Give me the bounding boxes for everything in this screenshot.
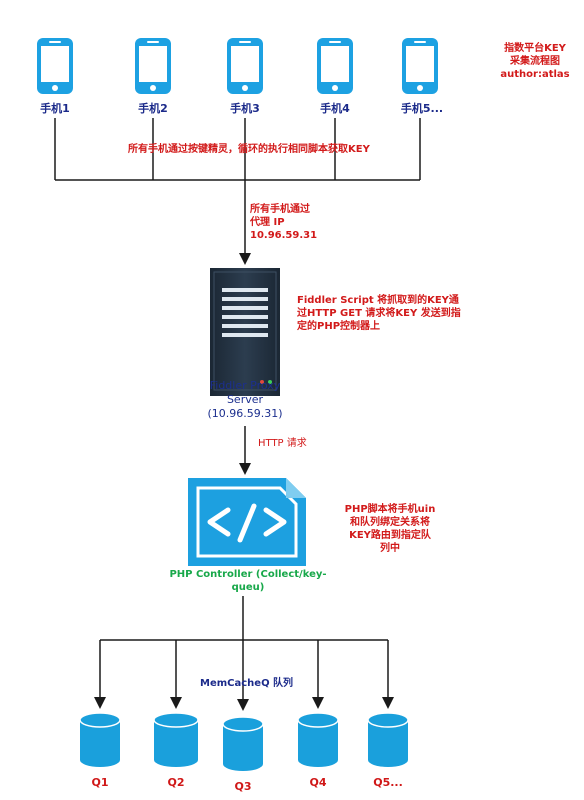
phone-icon <box>402 38 438 94</box>
title-line1: 指数平台KEY <box>504 43 566 54</box>
phone-icon <box>37 38 73 94</box>
fiddler-note-line1: Fiddler Script 将抓取到的KEY通 <box>297 295 459 306</box>
queue-cylinder-icon <box>297 712 339 767</box>
title-line2: 采集流程图 <box>510 56 560 67</box>
php-controller-line1: PHP Controller (Collect/key- <box>169 569 327 580</box>
phone-icon <box>317 38 353 94</box>
memcacheq-label: MemCacheQ 队列 <box>200 678 294 689</box>
proxy-note: 所有手机通过 代理 IP 10.96.59.31 <box>250 203 317 242</box>
phone-label: 手机5... <box>400 102 444 115</box>
proxy-note-line1: 所有手机通过 <box>250 204 310 215</box>
fiddler-note-line3: 定的PHP控制器上 <box>297 321 381 332</box>
fiddler-note-line2: 过HTTP GET 请求将KEY 发送到指 <box>297 308 461 319</box>
proxy-note-line2: 代理 IP <box>250 217 285 228</box>
php-note-line4: 列中 <box>380 543 400 554</box>
server-label-line2: Server <box>226 393 264 406</box>
phone-label: 手机1 <box>40 102 70 115</box>
server-label: Fiddler Proxy Server (10.96.59.31) <box>185 379 305 421</box>
code-file-icon <box>188 478 306 566</box>
php-note-line1: PHP脚本将手机uin <box>344 504 436 515</box>
queue-cylinder-icon <box>79 712 121 767</box>
http-label: HTTP 请求 <box>258 438 307 449</box>
fiddler-note: Fiddler Script 将抓取到的KEY通 过HTTP GET 请求将KE… <box>297 294 461 333</box>
php-note: PHP脚本将手机uin 和队列绑定关系将 KEY路由到指定队 列中 <box>340 503 440 555</box>
title-block: 指数平台KEY 采集流程图 author:atlas <box>500 42 570 81</box>
queue-label: Q1 <box>91 776 109 789</box>
php-controller-line2: queu) <box>231 582 265 593</box>
queue-cylinder-icon <box>222 716 264 771</box>
queue-cylinder-icon <box>153 712 199 767</box>
phone-icon <box>227 38 263 94</box>
queue-label: Q4 <box>309 776 327 789</box>
php-note-line3: KEY路由到指定队 <box>349 530 431 541</box>
phone-icon <box>135 38 171 94</box>
queue-label: Q3 <box>234 780 252 793</box>
phone-label: 手机3 <box>230 102 260 115</box>
server-label-line1: Fiddler Proxy <box>209 379 281 392</box>
queue-label: Q2 <box>167 776 185 789</box>
queue-connectors <box>94 596 394 711</box>
phones-note: 所有手机通过按键精灵，循环的执行相同脚本获取KEY <box>128 144 370 155</box>
proxy-note-line3: 10.96.59.31 <box>250 230 318 241</box>
title-line3: author:atlas <box>500 69 570 80</box>
phone-label: 手机4 <box>320 102 350 115</box>
server-label-line3: (10.96.59.31) <box>207 407 283 420</box>
queue-label: Q5... <box>373 776 403 789</box>
php-note-line2: 和队列绑定关系将 <box>350 517 430 528</box>
phone-label: 手机2 <box>138 102 168 115</box>
server-icon <box>210 268 280 396</box>
php-controller-label: PHP Controller (Collect/key- queu) <box>168 568 328 594</box>
queue-cylinder-icon <box>367 712 409 767</box>
phone-connectors <box>54 118 421 265</box>
